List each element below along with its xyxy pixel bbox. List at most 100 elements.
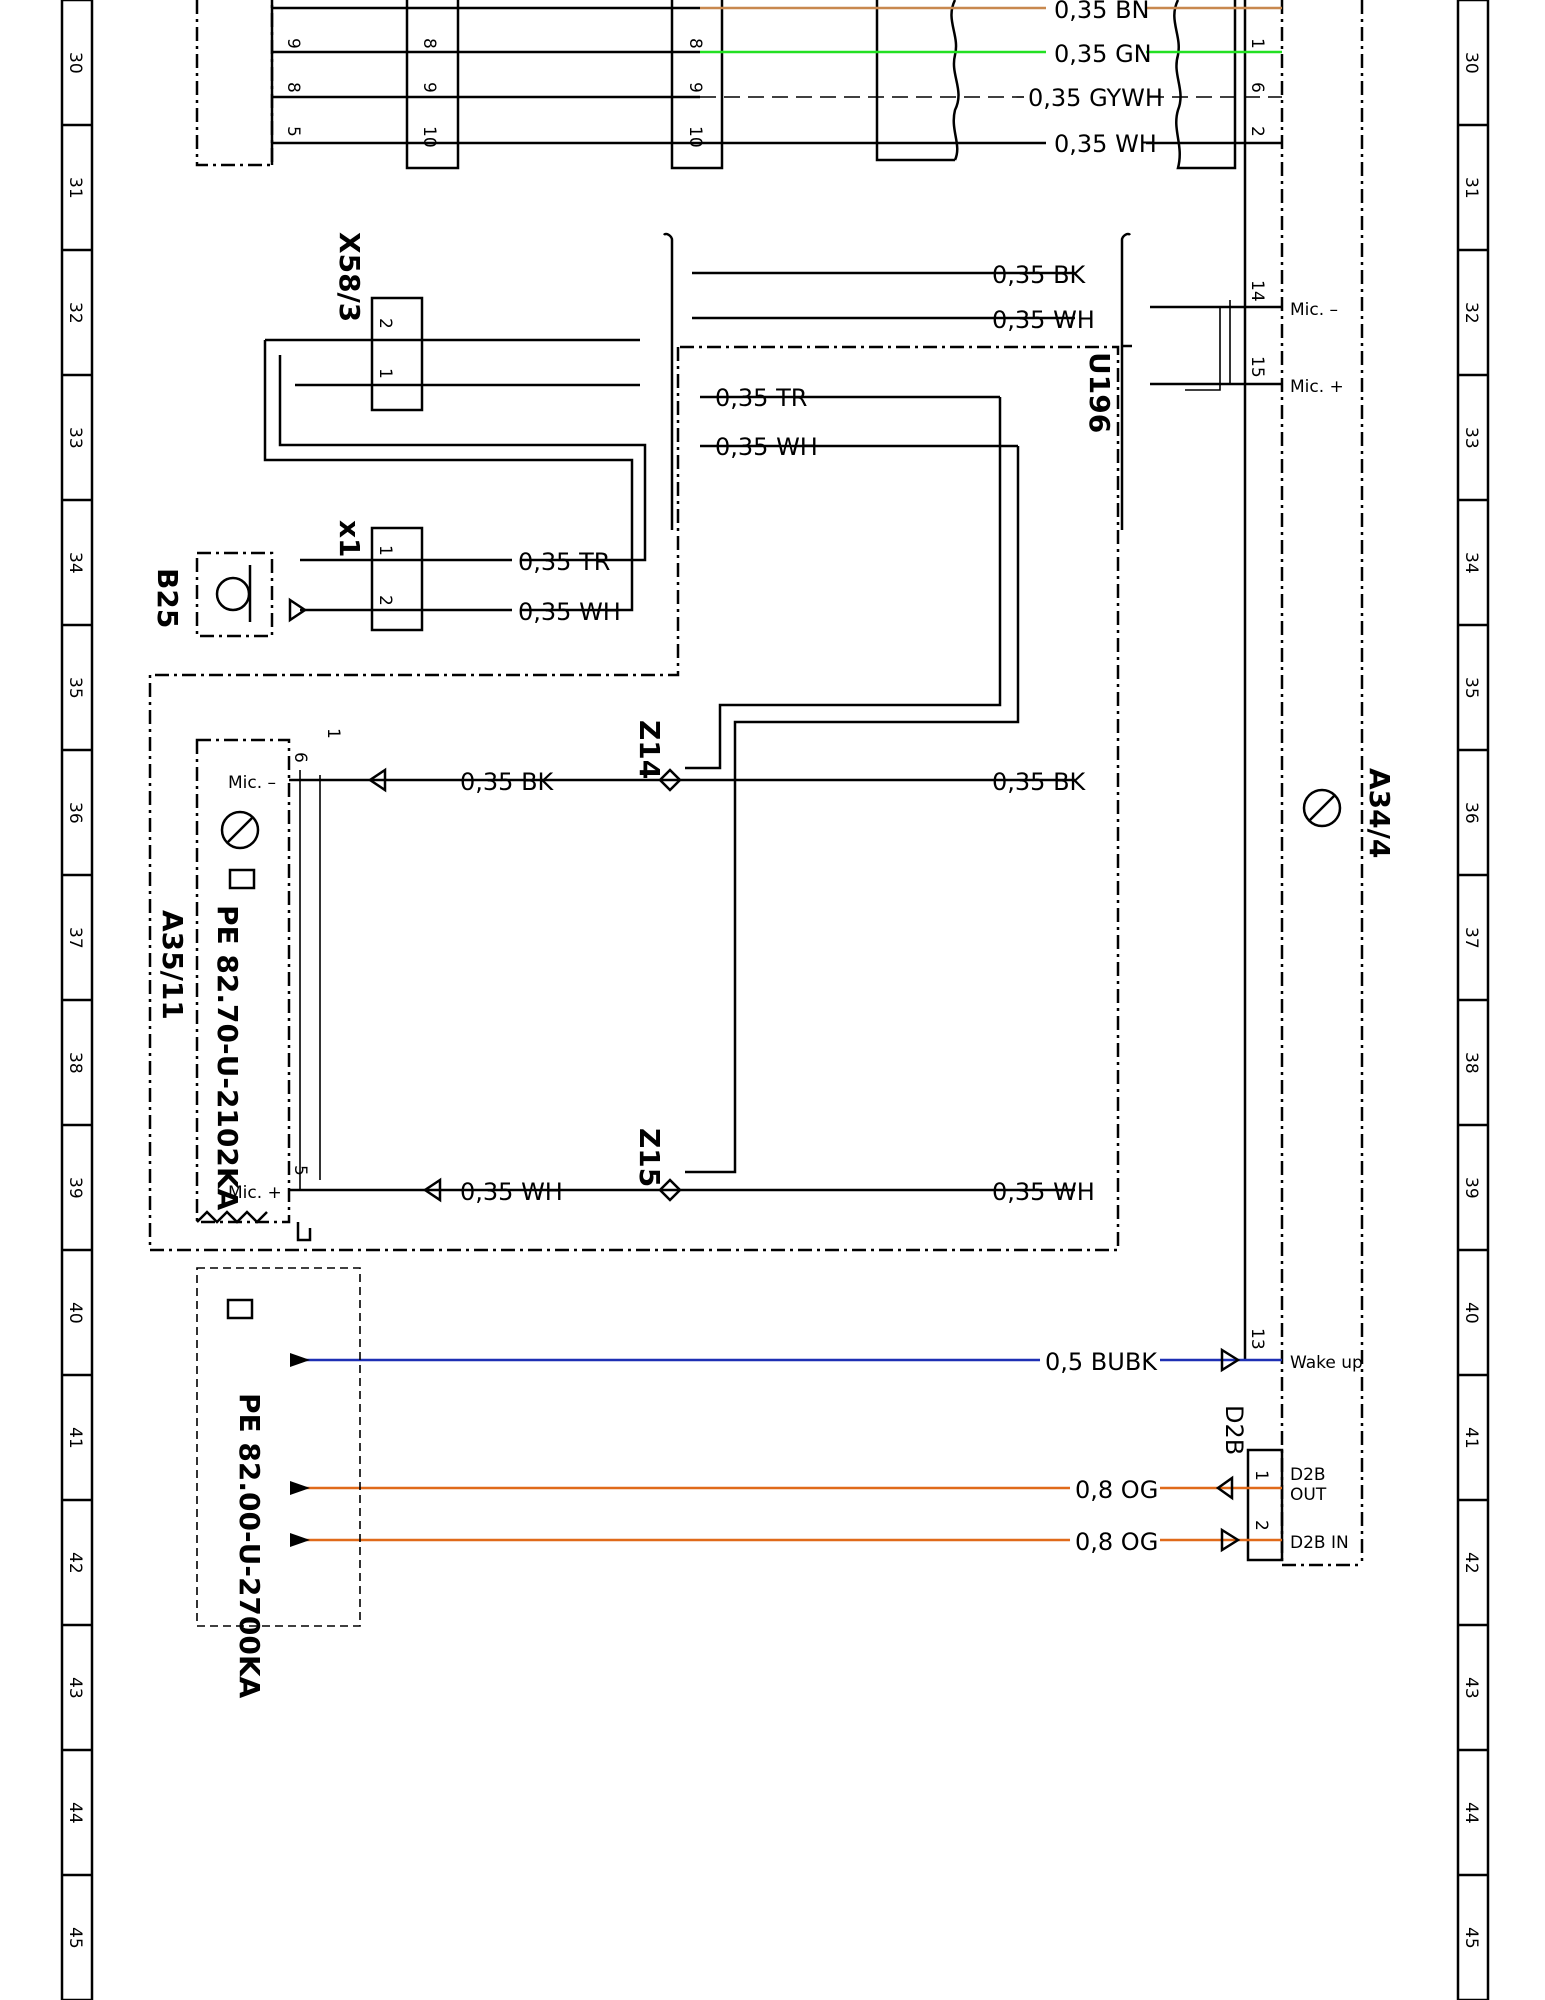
pin-15: 15 <box>1247 356 1267 378</box>
a35-11-box <box>195 738 1075 1242</box>
pin-num: 5 <box>283 126 303 137</box>
pin-num: 6 <box>1247 82 1267 93</box>
row-label: 34 <box>1461 552 1481 574</box>
row-label: 33 <box>1461 427 1481 449</box>
row-label: 45 <box>1461 1927 1481 1949</box>
row-label: 35 <box>65 677 85 699</box>
row-label: 36 <box>65 802 85 824</box>
row-label: 31 <box>65 177 85 199</box>
row-label: 39 <box>1461 1177 1481 1199</box>
row-label: 39 <box>65 1177 85 1199</box>
cable-brace <box>662 232 1132 530</box>
pin-num: 10 <box>419 126 439 148</box>
u196-box <box>148 345 1120 1252</box>
label-d2b: D2B <box>1220 1405 1248 1455</box>
wire-label-wh-mic-l: 0,35 WH <box>460 1178 563 1206</box>
pin-d2b-out-1: D2B <box>1290 1465 1326 1485</box>
row-label: 31 <box>1461 177 1481 199</box>
wire-label-bk-r1: 0,35 BK <box>992 261 1087 289</box>
a34-transistor-icon <box>1302 788 1342 828</box>
row-label: 40 <box>1461 1302 1481 1324</box>
row-label: 35 <box>1461 677 1481 699</box>
pin-mic-plus: Mic. + <box>1290 377 1344 397</box>
row-label: 32 <box>1461 302 1481 324</box>
pin-14: 14 <box>1247 280 1267 302</box>
row-label: 30 <box>65 52 85 74</box>
row-label: 30 <box>1461 52 1481 74</box>
label-z15: Z15 <box>633 1128 666 1187</box>
pin-num: 10 <box>685 126 705 148</box>
label-x1: x1 <box>333 520 366 558</box>
label-u196: U196 <box>1083 352 1116 433</box>
pin-num: 9 <box>419 82 439 93</box>
row-label: 32 <box>65 302 85 324</box>
wire-label-wh-r1: 0,35 WH <box>992 306 1095 334</box>
wire-label-wh-u196: 0,35 WH <box>715 433 818 461</box>
row-label: 37 <box>1461 927 1481 949</box>
ref-pe-2102: PE 82.70-U-2102KA <box>211 905 244 1211</box>
pin-d2b-in: D2B IN <box>1290 1533 1349 1553</box>
pin-num: 8 <box>685 38 705 49</box>
d2b-section <box>196 230 1362 1627</box>
pin-d2b-2: 2 <box>1251 1520 1271 1531</box>
wire-label-gn: 0,35 GN <box>1054 40 1152 68</box>
pin-num: 2 <box>1247 126 1267 137</box>
label-a34-4: A34/4 <box>1363 768 1396 858</box>
pin-x58-1: 1 <box>375 368 395 379</box>
wire-label-tr-u196: 0,35 TR <box>715 384 807 412</box>
pin-5: 5 <box>290 1165 310 1176</box>
top-connectors <box>195 0 1364 1565</box>
b25-microphone <box>195 551 308 638</box>
a35-pin-mic-minus: Mic. – <box>228 773 276 793</box>
ref-pe-2700: PE 82.00-U-2700KA <box>233 1393 266 1699</box>
row-label: 40 <box>65 1302 85 1324</box>
wire-label-tr-x1: 0,35 TR <box>518 548 610 576</box>
hand-pointer-icon <box>228 868 256 890</box>
pin-x58-2: 2 <box>375 318 395 329</box>
row-label: 44 <box>65 1802 85 1824</box>
pin-num: 9 <box>283 38 303 49</box>
wire-label-wh-top: 0,35 WH <box>1054 130 1157 158</box>
row-label: 43 <box>1461 1677 1481 1699</box>
pin-x1-2: 2 <box>375 595 395 606</box>
label-z14: Z14 <box>633 720 666 779</box>
row-label: 44 <box>1461 1802 1481 1824</box>
pin-num: 9 <box>685 82 705 93</box>
a34-mic-wires <box>1150 300 1282 391</box>
row-label: 34 <box>65 552 85 574</box>
pin-6: 6 <box>290 752 310 763</box>
hand-pointer-icon-2 <box>226 1298 254 1320</box>
x1-connector <box>300 526 512 632</box>
pin-d2b-1: 1 <box>1251 1470 1271 1481</box>
row-label: 33 <box>65 427 85 449</box>
row-label: 43 <box>65 1677 85 1699</box>
transistor-icon <box>220 810 260 850</box>
wire-label-gywh: 0,35 GYWH <box>1028 84 1163 112</box>
label-b25: B25 <box>151 568 184 628</box>
label-x58-3: X58/3 <box>333 232 366 322</box>
rail-ticks <box>62 0 1488 2000</box>
wire-label-wh-mic-r: 0,35 WH <box>992 1178 1095 1206</box>
row-label: 37 <box>65 927 85 949</box>
pin-num: 8 <box>419 38 439 49</box>
row-label: 42 <box>65 1552 85 1574</box>
wire-label-wh-x1: 0,35 WH <box>518 598 621 626</box>
wire-label-bk-mic-r: 0,35 BK <box>992 768 1087 796</box>
label-a35-11: A35/11 <box>156 910 189 1020</box>
wire-label-bubk: 0,5 BUBK <box>1045 1348 1158 1376</box>
pin-x1-1: 1 <box>375 545 395 556</box>
row-label: 45 <box>65 1927 85 1949</box>
pin-wake-up: Wake up <box>1290 1353 1363 1373</box>
row-label: 38 <box>1461 1052 1481 1074</box>
wire-label-og1: 0,8 OG <box>1075 1476 1158 1504</box>
top-wires <box>272 6 1282 145</box>
pin-13: 13 <box>1247 1328 1267 1350</box>
row-label: 41 <box>1461 1427 1481 1449</box>
row-label: 42 <box>1461 1552 1481 1574</box>
row-label: 41 <box>65 1427 85 1449</box>
pin-num: 8 <box>283 82 303 93</box>
pin-1: 1 <box>323 728 343 739</box>
a35-pin-mic-plus: Mic. + <box>228 1183 282 1203</box>
